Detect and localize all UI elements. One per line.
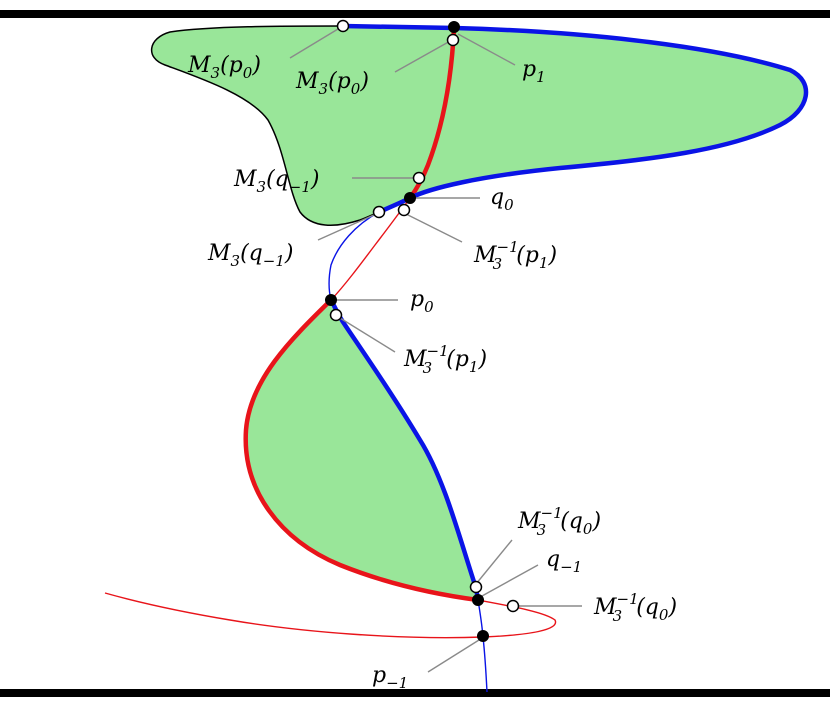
label-p0: p0 bbox=[410, 287, 434, 316]
point-pm1 bbox=[477, 630, 489, 642]
red-curve-thick-upper bbox=[407, 25, 457, 201]
leader-top-m3p0-b bbox=[394, 39, 453, 73]
leader-top-m3p0-a bbox=[289, 25, 344, 59]
point-p0 bbox=[325, 294, 337, 306]
label-m3-p0-a: M3(p0) bbox=[187, 53, 261, 82]
label-qm1: q−1 bbox=[546, 547, 582, 576]
point-m3-qm1-on-blue bbox=[372, 205, 386, 219]
leader-pm1 bbox=[427, 639, 480, 673]
blue-curve-thin-upper bbox=[328, 211, 380, 301]
point-q0 bbox=[404, 192, 416, 204]
point-m3-p0-top bbox=[336, 19, 350, 33]
blue-curve-thick-upper bbox=[340, 23, 809, 215]
leader-m3inv-p1-a bbox=[405, 213, 463, 243]
top-boundary-bar bbox=[0, 10, 830, 18]
point-m3inv-q0-on-blue bbox=[469, 580, 483, 594]
leader-qm1 bbox=[481, 564, 539, 597]
upper-lobe-outline bbox=[150, 25, 380, 226]
blue-curve-thin-lower bbox=[477, 599, 488, 693]
red-curve-thin-tail bbox=[104, 592, 557, 639]
label-q0: q0 bbox=[490, 185, 514, 214]
label-m3-qm1-upper: M3(q−1) bbox=[233, 167, 319, 196]
leader-m3inv-p1-b bbox=[339, 317, 396, 353]
point-m3inv-q0-on-red bbox=[506, 599, 520, 613]
red-curve-thick-lower bbox=[243, 297, 481, 603]
label-m3-p0-b: M3(p0) bbox=[295, 69, 369, 98]
point-m3inv-p1-on-blue bbox=[329, 308, 343, 322]
point-m3inv-p1-on-red bbox=[397, 203, 411, 217]
lower-lobe-region bbox=[245, 300, 478, 600]
point-p1 bbox=[448, 21, 460, 33]
label-m3-qm1-lower: M3(q−1) bbox=[207, 241, 293, 270]
label-p1: p1 bbox=[522, 57, 546, 86]
bottom-boundary-bar bbox=[0, 689, 830, 697]
leader-p1 bbox=[457, 33, 516, 66]
leader-m3inv-q0-a bbox=[475, 539, 513, 585]
point-m3-p0-on-red bbox=[446, 33, 460, 47]
leader-m3qm1-lower bbox=[317, 213, 377, 241]
point-qm1 bbox=[472, 594, 484, 606]
label-pm1: p−1 bbox=[372, 663, 408, 692]
point-m3-qm1-on-red bbox=[412, 171, 426, 185]
upper-lobe-region bbox=[151, 26, 807, 226]
